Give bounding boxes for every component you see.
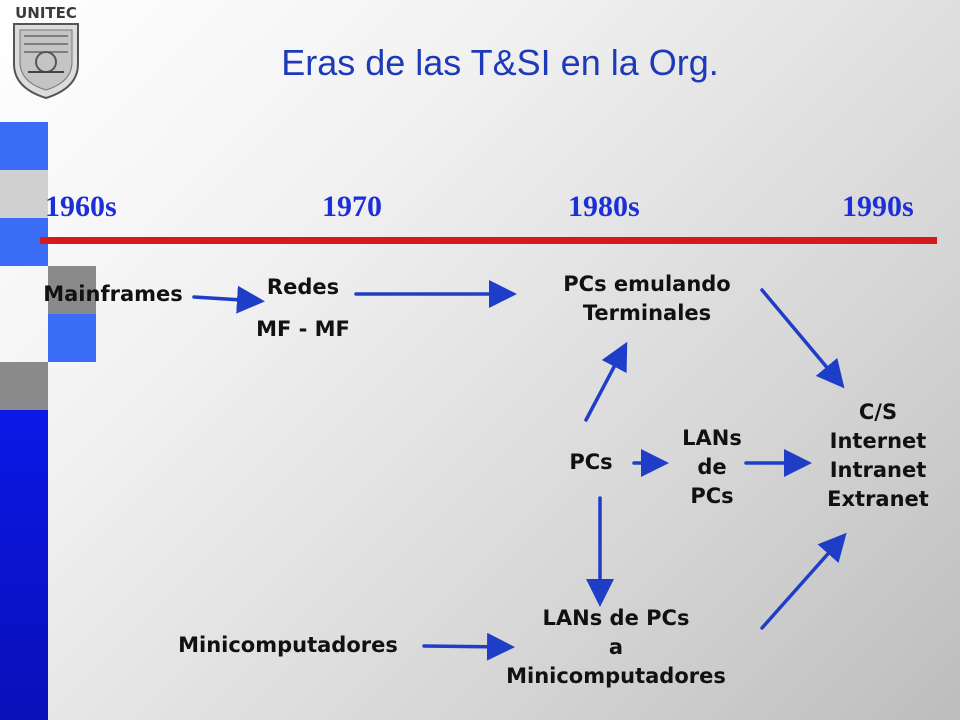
node-lans-de-pcs: LANs de PCs — [662, 424, 762, 511]
logo-text: UNITEC — [15, 4, 77, 22]
arrow-pcs-to-pcs-emulando — [584, 341, 628, 422]
node-redes: Redes MF - MF — [230, 266, 376, 350]
arrow-mainframes-to-redes — [192, 285, 265, 314]
cs-line3: Intranet — [829, 458, 927, 482]
redes-label-line2: MF - MF — [256, 317, 350, 341]
pcs-emulando-line1: PCs emulando — [563, 272, 731, 296]
lans-mini-line1: LANs de PCs — [542, 606, 690, 630]
arrow-pcs-emulando-to-cs — [760, 288, 845, 389]
era-label-1980s: 1980s — [568, 190, 640, 223]
timeline-bar — [40, 237, 937, 244]
cs-line2: Internet — [829, 429, 927, 453]
arrow-mini-to-lans-mini — [422, 632, 515, 661]
cs-line4: Extranet — [827, 487, 929, 511]
shield-icon — [13, 23, 79, 100]
node-pcs: PCs — [556, 448, 626, 477]
minicomputadores-label: Minicomputadores — [178, 633, 398, 657]
lans-line1: LANs — [682, 426, 742, 450]
sidebar-block-gray-1 — [48, 266, 96, 314]
sidebar-block-blue-3 — [48, 314, 96, 362]
lans-line2: de — [697, 455, 727, 479]
unitec-logo: UNITEC — [6, 2, 86, 102]
mainframes-label: Mainframes — [43, 282, 183, 306]
arrow-lans-mini-to-cs — [760, 532, 847, 630]
sidebar-block-light-1 — [0, 170, 48, 218]
node-mainframes: Mainframes — [30, 280, 196, 309]
cs-line1: C/S — [858, 400, 898, 424]
sidebar-block-blue-1 — [0, 122, 48, 170]
page-title: Eras de las T&SI en la Org. — [281, 42, 719, 83]
redes-label-line1: Redes — [266, 275, 340, 299]
lans-line3: PCs — [690, 484, 734, 508]
pcs-label: PCs — [569, 450, 613, 474]
era-label-1960s: 1960s — [45, 190, 117, 223]
era-label-1990s: 1990s — [842, 190, 914, 223]
node-cs-internet: C/S Internet Intranet Extranet — [812, 398, 944, 514]
node-lans-a-minicomputadores: LANs de PCs a Minicomputadores — [480, 604, 752, 691]
era-label-1970: 1970 — [322, 190, 382, 223]
sidebar-block-dark-blue — [0, 410, 48, 720]
lans-mini-line3: Minicomputadores — [506, 664, 726, 688]
pcs-emulando-line2: Terminales — [582, 301, 712, 325]
lans-mini-line2: a — [608, 635, 624, 659]
sidebar-block-gray-2 — [0, 362, 48, 410]
node-minicomputadores: Minicomputadores — [160, 631, 416, 660]
node-pcs-emulando: PCs emulando Terminales — [530, 270, 764, 328]
